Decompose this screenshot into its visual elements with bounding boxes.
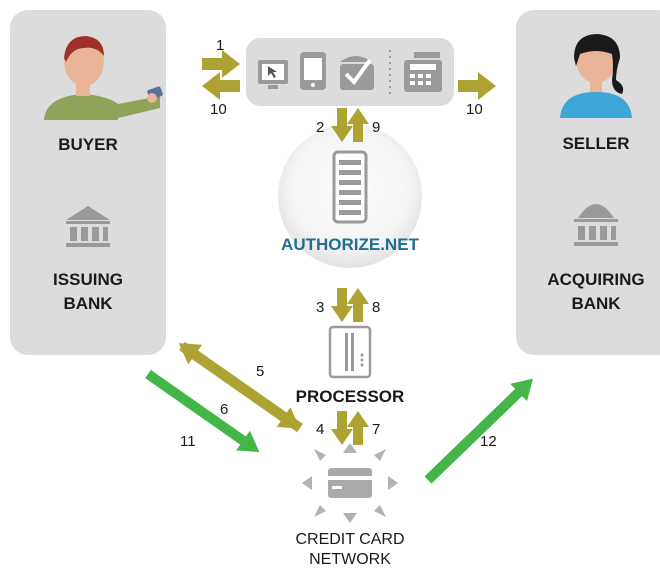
- network-rays: [302, 443, 398, 523]
- flow-arrows-green: [145, 369, 534, 484]
- arrow-step-11: [145, 369, 260, 453]
- credit-card-icon: [328, 468, 372, 498]
- arrow-step-2: [331, 108, 353, 142]
- step-1-label: 1: [216, 37, 224, 54]
- arrow-step-3: [331, 288, 353, 322]
- acquiring-bank-label-line1: ACQUIRING: [547, 270, 644, 289]
- pos-terminal-icon: [404, 52, 442, 92]
- processor-icon: [328, 325, 372, 379]
- step-4-label: 4: [316, 421, 324, 438]
- mobile-icon: [300, 52, 326, 90]
- seller-label: SELLER: [562, 134, 629, 153]
- step-7-label: 7: [372, 421, 380, 438]
- arrow-step-4: [331, 411, 353, 445]
- issuing-bank-label-line2: BANK: [63, 294, 113, 313]
- step-12-label: 12: [480, 433, 497, 450]
- step-5-label: 5: [256, 363, 264, 380]
- arrow-step-6: [179, 341, 300, 429]
- gateway-label: AUTHORIZE.NET: [281, 235, 420, 254]
- acquiring-bank-icon: [574, 204, 618, 246]
- arrow-step-12: [424, 378, 534, 484]
- arrow-step-8: [347, 288, 369, 322]
- arrow-step-10-left: [202, 72, 240, 100]
- step-10-right-label: 10: [466, 101, 483, 118]
- arrow-step-1: [202, 50, 240, 78]
- buyer-panel: [10, 10, 166, 355]
- step-9-label: 9: [372, 119, 380, 136]
- buyer-label: BUYER: [58, 135, 118, 154]
- server-icon: [332, 150, 368, 224]
- issuing-bank-icon: [66, 206, 110, 247]
- network-label-line1: CREDIT CARD: [295, 531, 404, 548]
- network-label-line2: NETWORK: [309, 551, 391, 568]
- step-2-label: 2: [316, 119, 324, 136]
- step-11-label: 11: [180, 433, 196, 450]
- arrow-step-9: [347, 108, 369, 142]
- acquiring-bank-label-line2: BANK: [571, 294, 621, 313]
- step-3-label: 3: [316, 299, 324, 316]
- seller-person-icon: [560, 34, 632, 118]
- step-8-label: 8: [372, 299, 380, 316]
- seller-panel: [516, 10, 660, 355]
- arrow-step-10-right: [458, 72, 496, 100]
- mail-phone-order-icon: [340, 56, 374, 90]
- arrow-step-7: [347, 411, 369, 445]
- processor-label: PROCESSOR: [296, 387, 405, 406]
- flow-arrows-olive: [178, 50, 496, 445]
- step-10-left-label: 10: [210, 101, 227, 118]
- buyer-person-icon: [44, 36, 163, 120]
- computer-icon: [258, 60, 288, 89]
- step-6-label: 6: [220, 401, 228, 418]
- issuing-bank-label-line1: ISSUING: [53, 270, 123, 289]
